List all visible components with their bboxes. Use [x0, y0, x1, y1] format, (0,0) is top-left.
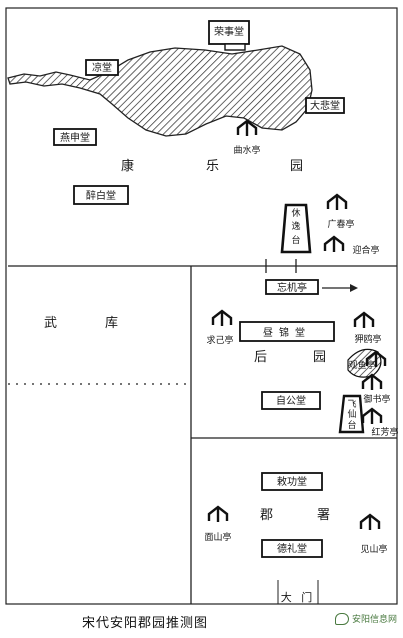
svg-text:乐: 乐 [206, 159, 221, 174]
hall-zuibai: 醉白堂 [73, 185, 129, 205]
pavilion-guanyu-icon: 观鱼亭 [347, 348, 387, 378]
svg-text:观鱼亭: 观鱼亭 [348, 359, 375, 371]
hall-liang: 凉堂 [85, 59, 119, 76]
svg-text:园: 园 [313, 350, 328, 365]
svg-text:昼锦堂: 昼锦堂 [263, 326, 311, 339]
svg-text:郡: 郡 [260, 508, 275, 523]
svg-text:燕申堂: 燕申堂 [60, 131, 90, 144]
svg-text:台: 台 [347, 419, 356, 431]
pavilion-mianshan-icon: 面山亭 [204, 505, 232, 543]
svg-text:荣事堂: 荣事堂 [214, 25, 244, 38]
area-houyuan: 后 园 [254, 350, 328, 365]
svg-text:德礼堂: 德礼堂 [277, 542, 307, 555]
svg-text:休: 休 [291, 207, 300, 219]
area-wuku: 武 库 [44, 315, 120, 331]
svg-text:狎鸥亭: 狎鸥亭 [354, 333, 381, 345]
svg-text:仙: 仙 [347, 408, 356, 420]
pavilion-hongfang-icon: 红芳亭 [361, 407, 399, 438]
pavilion-jianshan-icon: 见山亭 [359, 513, 388, 555]
svg-text:台: 台 [291, 234, 300, 246]
pavilion-qushui-icon: 曲水亭 [233, 119, 261, 156]
svg-text:康: 康 [121, 158, 136, 174]
svg-text:面山亭: 面山亭 [204, 531, 231, 543]
svg-text:大悲堂: 大悲堂 [310, 99, 340, 112]
svg-text:求己亭: 求己亭 [206, 334, 233, 346]
svg-text:忘机亭: 忘机亭 [277, 281, 307, 294]
watermark-text: 安阳信息网 [351, 615, 397, 625]
svg-text:后: 后 [254, 350, 269, 365]
wechat-icon [334, 612, 349, 625]
svg-text:敕功堂: 敕功堂 [277, 475, 307, 488]
hall-zhoujin: 昼锦堂 [239, 321, 335, 342]
svg-text:库: 库 [105, 315, 120, 331]
svg-text:广春亭: 广春亭 [327, 218, 354, 230]
pavilion-qiuji-icon: 求己亭 [206, 309, 234, 346]
svg-text:逸: 逸 [291, 221, 300, 232]
svg-text:见山亭: 见山亭 [360, 543, 387, 555]
svg-text:御书亭: 御书亭 [363, 393, 390, 405]
pavilion-yushu-icon: 御书亭 [361, 373, 391, 405]
hall-deli: 德礼堂 [261, 539, 323, 558]
svg-text:凉堂: 凉堂 [92, 61, 112, 74]
svg-text:红芳亭: 红芳亭 [371, 426, 398, 438]
hall-chigong: 敕功堂 [261, 472, 323, 491]
svg-text:自公堂: 自公堂 [276, 394, 306, 407]
pavilion-yinghe-icon: 迎合亭 [323, 235, 380, 256]
svg-text:园: 园 [290, 159, 305, 174]
svg-text:醉白堂: 醉白堂 [86, 189, 116, 202]
watermark: 安阳信息网 [334, 612, 397, 625]
diagram-caption: 宋代安阳郡园推测图 [81, 616, 208, 631]
pavilion-guangchun-icon: 广春亭 [326, 193, 355, 230]
pond [7, 45, 313, 137]
hall-zigong: 自公堂 [261, 391, 321, 410]
hall-dabei: 大悲堂 [305, 97, 345, 114]
pavilion-yaji-icon: 狎鸥亭 [353, 311, 382, 345]
area-junshu: 郡 署 [260, 508, 332, 523]
area-kangle: 康 乐 园 [121, 158, 305, 174]
terrace-xiuyi: 休 逸 台 [280, 203, 312, 254]
svg-text:署: 署 [317, 508, 332, 523]
svg-text:飞: 飞 [347, 399, 356, 410]
main-gate-label: 大 门 [281, 590, 316, 604]
site-boundary [5, 7, 398, 605]
svg-text:武: 武 [44, 316, 59, 331]
hall-yanshen: 燕申堂 [53, 128, 97, 146]
svg-text:迎合亭: 迎合亭 [352, 244, 379, 256]
hall-rongshi: 荣事堂 [208, 20, 250, 51]
svg-text:曲水亭: 曲水亭 [233, 144, 260, 156]
terrace-feixian: 飞 仙 台 [338, 394, 365, 434]
hall-wangji: 忘机亭 [265, 279, 319, 295]
